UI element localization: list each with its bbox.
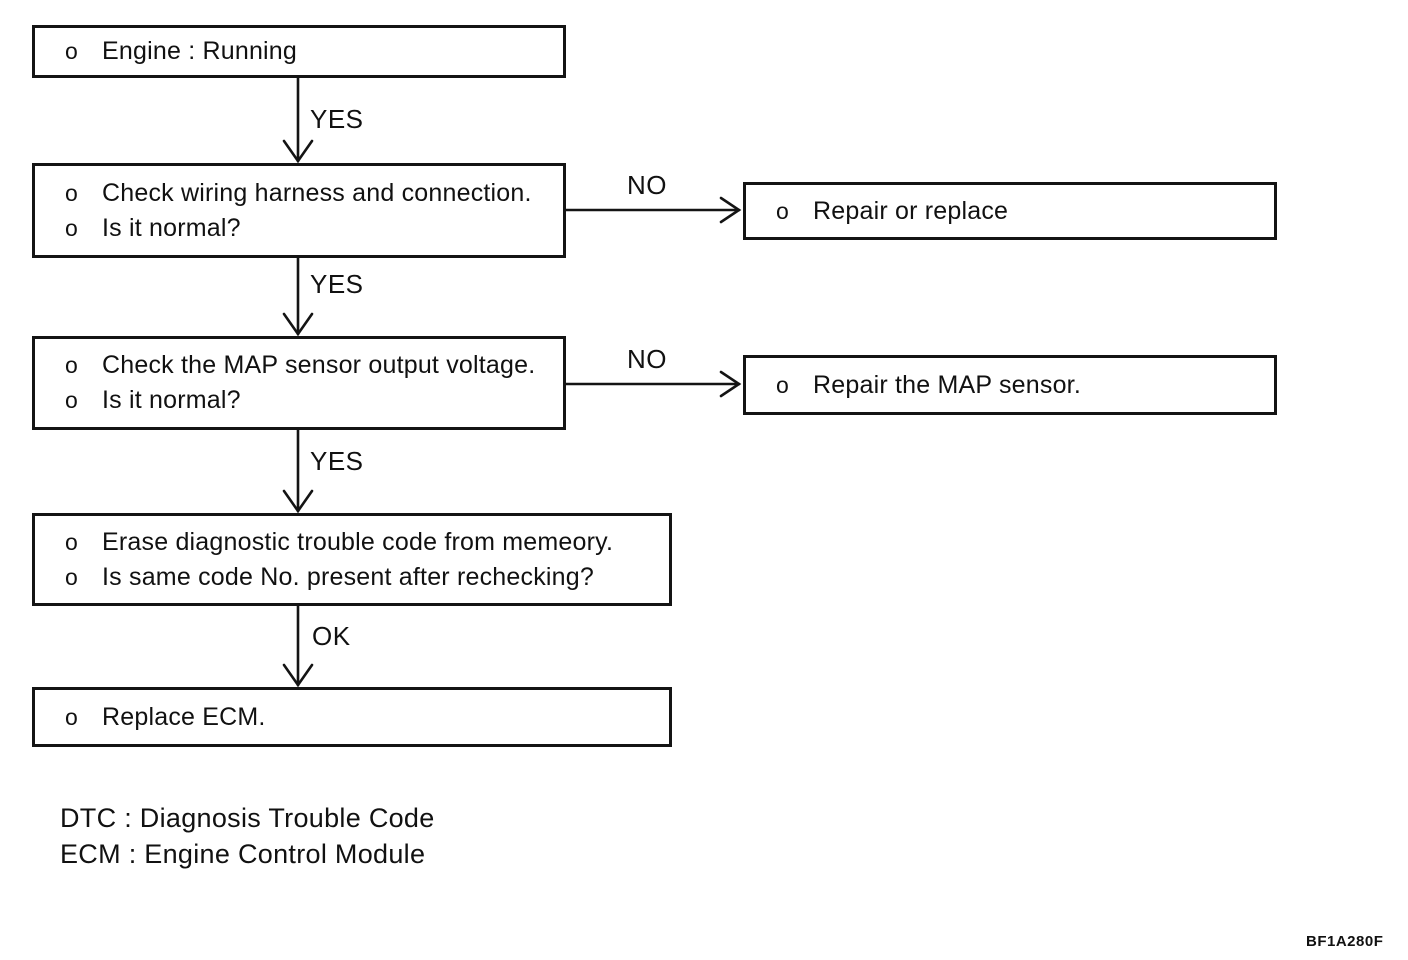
node-line: o Is same code No. present after recheck… <box>35 560 669 595</box>
node-engine-running: o Engine : Running <box>32 25 566 78</box>
legend-line-dtc: DTC : Diagnosis Trouble Code <box>60 803 435 833</box>
bullet-marker: o <box>65 352 78 378</box>
arrowhead-right-icon <box>719 196 742 224</box>
edge-label-yes: YES <box>310 269 364 299</box>
bullet-marker: o <box>65 214 78 241</box>
node-text: Check wiring harness and connection. <box>102 178 532 207</box>
bullet-marker: o <box>776 371 789 398</box>
node-line: o Erase diagnostic trouble code from mem… <box>35 525 669 560</box>
node-line: o Repair the MAP sensor. <box>746 368 1274 403</box>
node-text: Is it normal? <box>102 213 241 242</box>
node-text: Is it normal? <box>102 386 241 414</box>
node-text: Engine : Running <box>102 37 298 65</box>
node-line: o Is it normal? <box>35 383 563 418</box>
figure-reference-code: BF1A280F <box>1306 933 1384 950</box>
node-line: o Check wiring harness and connection. <box>35 176 563 211</box>
arrowhead-down-icon <box>282 489 314 514</box>
node-line: o Repair or replace <box>746 194 1274 229</box>
bullet-marker: o <box>65 563 78 590</box>
node-text: Is same code No. present after recheckin… <box>102 562 594 591</box>
bullet-marker: o <box>65 387 78 413</box>
bullet-marker: o <box>65 528 78 555</box>
arrowhead-down-icon <box>282 663 314 688</box>
bullet-marker: o <box>65 38 78 64</box>
bullet-marker: o <box>776 197 789 224</box>
legend-line-ecm: ECM : Engine Control Module <box>60 839 426 869</box>
node-text: Repair the MAP sensor. <box>813 370 1081 399</box>
arrowhead-down-icon <box>282 139 314 164</box>
node-line: o Is it normal? <box>35 211 563 246</box>
bullet-marker: o <box>65 703 78 730</box>
node-line: o Replace ECM. <box>35 700 669 735</box>
node-check-wiring-harness: o Check wiring harness and connection. o… <box>32 163 566 258</box>
edge-label-no: NO <box>627 344 667 374</box>
node-replace-ecm: o Replace ECM. <box>32 687 672 747</box>
edge-label-ok: OK <box>312 621 351 651</box>
node-repair-map-sensor: o Repair the MAP sensor. <box>743 355 1277 415</box>
node-text: Check the MAP sensor output voltage. <box>102 351 536 379</box>
edge-label-yes: YES <box>310 446 364 476</box>
node-text: Repair or replace <box>813 196 1009 225</box>
node-text: Erase diagnostic trouble code from memeo… <box>102 527 614 556</box>
node-repair-or-replace: o Repair or replace <box>743 182 1277 240</box>
abbreviation-legend: DTC : Diagnosis Trouble Code ECM : Engin… <box>60 800 435 872</box>
node-line: o Check the MAP sensor output voltage. <box>35 348 563 383</box>
arrowhead-down-icon <box>282 312 314 337</box>
edge-label-yes: YES <box>310 104 364 134</box>
node-erase-trouble-code: o Erase diagnostic trouble code from mem… <box>32 513 672 606</box>
node-text: Replace ECM. <box>102 702 266 731</box>
node-line: o Engine : Running <box>35 34 563 69</box>
arrowhead-right-icon <box>719 370 742 398</box>
edge-label-no: NO <box>627 170 667 200</box>
node-check-map-sensor-voltage: o Check the MAP sensor output voltage. o… <box>32 336 566 430</box>
bullet-marker: o <box>65 179 78 206</box>
